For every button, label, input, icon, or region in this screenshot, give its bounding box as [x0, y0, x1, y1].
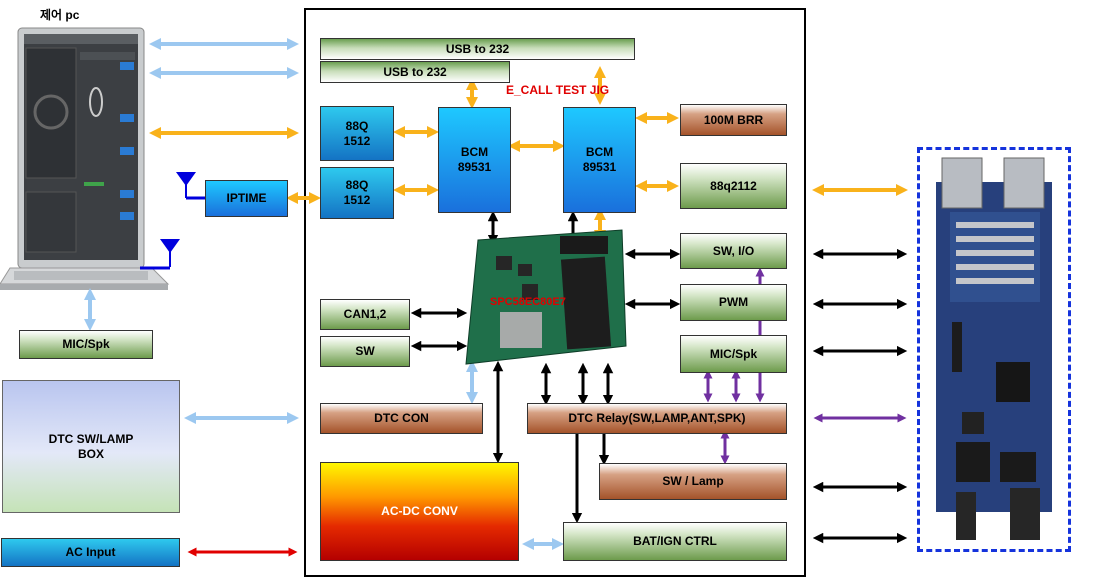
test-jig-frame [304, 8, 806, 577]
phy-88q2112-box: 88q2112 [680, 163, 787, 209]
brr-100m-box: 100M BRR [680, 104, 787, 136]
antenna-icon [174, 170, 206, 202]
pcb-image [922, 152, 1066, 547]
sw-lamp-box: SW / Lamp [599, 463, 787, 500]
can12-box: CAN1,2 [320, 299, 410, 330]
bcm-label-a: BCM 89531 [457, 145, 492, 174]
phy-88q1512-box-a: 88Q 1512 [320, 106, 394, 161]
dtc-con-box: DTC CON [320, 403, 483, 434]
usb-to-232-box-b: USB to 232 [320, 61, 510, 83]
phy-88q1512-label-b: 88Q 1512 [343, 178, 371, 207]
phy-88q1512-label-a: 88Q 1512 [343, 118, 371, 148]
module-label: SPC58EC80E7 [490, 296, 566, 308]
dtc-sw-lamp-label: DTC SW/LAMP BOX [48, 431, 134, 461]
ecall-label: E_CALL TEST JIG [506, 83, 610, 97]
mcu-module-image [460, 228, 632, 372]
usb-to-232-box-a: USB to 232 [320, 38, 635, 60]
sw-io-box: SW, I/O [680, 233, 787, 269]
pcb-frame [917, 147, 1071, 552]
mic-spk-box-left: MIC/Spk [19, 330, 153, 359]
iptime-box: IPTIME [205, 180, 288, 217]
bcm-label-b: BCM 89531 [582, 145, 617, 174]
bcm-switch-box-b: BCM 89531 [563, 107, 636, 213]
sw-box: SW [320, 336, 410, 367]
ac-input-box: AC Input [1, 538, 180, 567]
phy-88q1512-box-b: 88Q 1512 [320, 167, 394, 219]
bat-ign-ctrl-box: BAT/IGN CTRL [563, 522, 787, 561]
pc-label: 제어 pc [40, 8, 80, 22]
laptop-image [0, 22, 170, 297]
antenna-icon [140, 237, 182, 273]
dtc-relay-box: DTC Relay(SW,LAMP,ANT,SPK) [527, 403, 787, 434]
pwm-box: PWM [680, 284, 787, 321]
ac-dc-conv-box: AC-DC CONV [320, 462, 519, 561]
dtc-sw-lamp-box: DTC SW/LAMP BOX [2, 380, 180, 513]
mic-spk-box-right: MIC/Spk [680, 335, 787, 373]
bcm-switch-box-a: BCM 89531 [438, 107, 511, 213]
